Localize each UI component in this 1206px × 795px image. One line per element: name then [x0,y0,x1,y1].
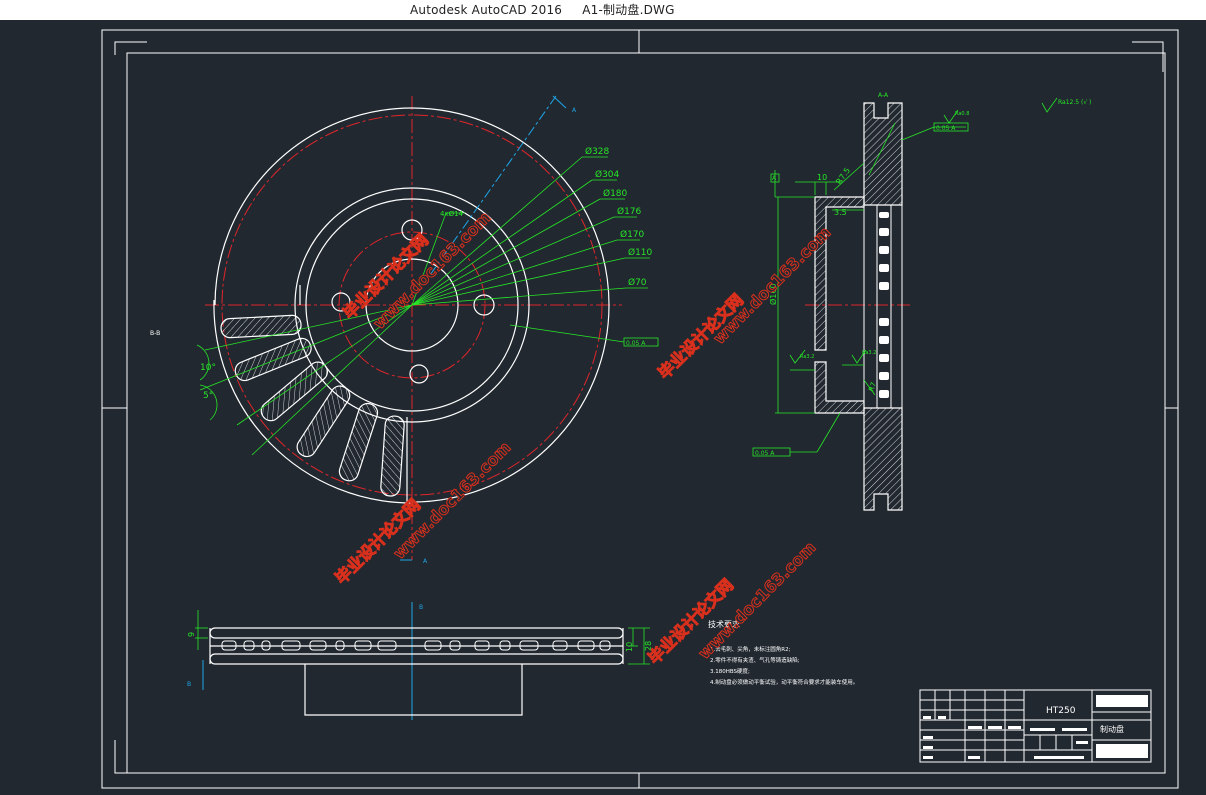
dim-28: 28 [644,641,653,651]
view-mark-b2: B [187,681,191,688]
svg-text:0.05 A: 0.05 A [755,450,775,457]
dim-hole: 4xØ14 [440,210,464,218]
dim-d70: Ø70 [628,277,647,288]
section-view[interactable]: A-A [752,92,969,511]
svg-text:0.05 A: 0.05 A [936,125,956,132]
dim-d170: Ø170 [620,229,645,240]
tolerance-frame-front: 0.05 A [623,337,659,347]
dim-d160: Ø160 [768,283,778,305]
svg-text:0.05 A: 0.05 A [626,340,646,347]
title-bar: Autodesk AutoCAD 2016 A1-制动盘.DWG [0,0,1206,20]
dim-angle-5: 5° [203,391,213,401]
dim-9: 9 [187,632,196,637]
note-line-3: 3.180HBS硬度; [710,667,750,675]
drawing-svg: A A B-B [101,29,1179,789]
view-mark-b: B [419,604,423,611]
dim-d328: Ø328 [585,146,610,157]
section-title: A-A [878,92,889,99]
dim-d176: Ø176 [617,206,642,217]
window-title: Autodesk AutoCAD 2016 A1-制动盘.DWG [410,3,675,17]
datum-a: A [772,175,777,182]
dim-d110: Ø110 [628,247,653,258]
dim-angle-10: 10° [200,363,216,373]
note-line-2: 2.零件不得有夹渣、气孔等铸造缺陷; [710,656,800,664]
dim-3-5: 3.5 [834,208,847,217]
roughness-note: Ra12.5 (√ ) [1041,97,1091,113]
part-name: 制动盘 [1100,724,1124,734]
technical-notes: 技术要求 1.去毛刺、尖角，未标注圆角R2; 2.零件不得有夹渣、气孔等铸造缺陷… [708,619,858,686]
tolerance-frame-top: 0.05 A [933,122,969,132]
note-line-1: 1.去毛刺、尖角，未标注圆角R2; [710,645,791,653]
notes-title: 技术要求 [708,619,740,629]
dim-r7: R7 [867,381,878,393]
roughness-2: Ra3.2 [862,350,876,356]
tolerance-frame-bottom: 0.05 A [752,447,791,457]
title-block[interactable]: HT250 制动盘 [919,689,1152,763]
sheet-frame [101,29,1179,789]
material-label: HT250 [1046,706,1076,716]
section-mark-a-bottom: A [423,558,428,565]
dim-10-side: 10 [625,642,634,652]
section-mark-a: A [572,107,577,114]
side-view[interactable]: B B [187,602,653,720]
roughness-top: Ra0.8 [955,111,969,117]
dim-d180: Ø180 [603,188,628,199]
dim-10: 10 [817,173,827,182]
dim-d304: Ø304 [595,169,620,180]
svg-text:Ra12.5 (√ ): Ra12.5 (√ ) [1058,99,1091,106]
front-view[interactable]: A A B-B [150,95,659,565]
roughness-1: Ra3.2 [800,354,814,360]
drawing-canvas[interactable]: A A B-B [0,20,1206,791]
view-label-bb: B-B [150,330,160,337]
note-line-4: 4.制动盘必须做动平衡试验，动平衡符合要求才能装车使用。 [710,678,858,686]
